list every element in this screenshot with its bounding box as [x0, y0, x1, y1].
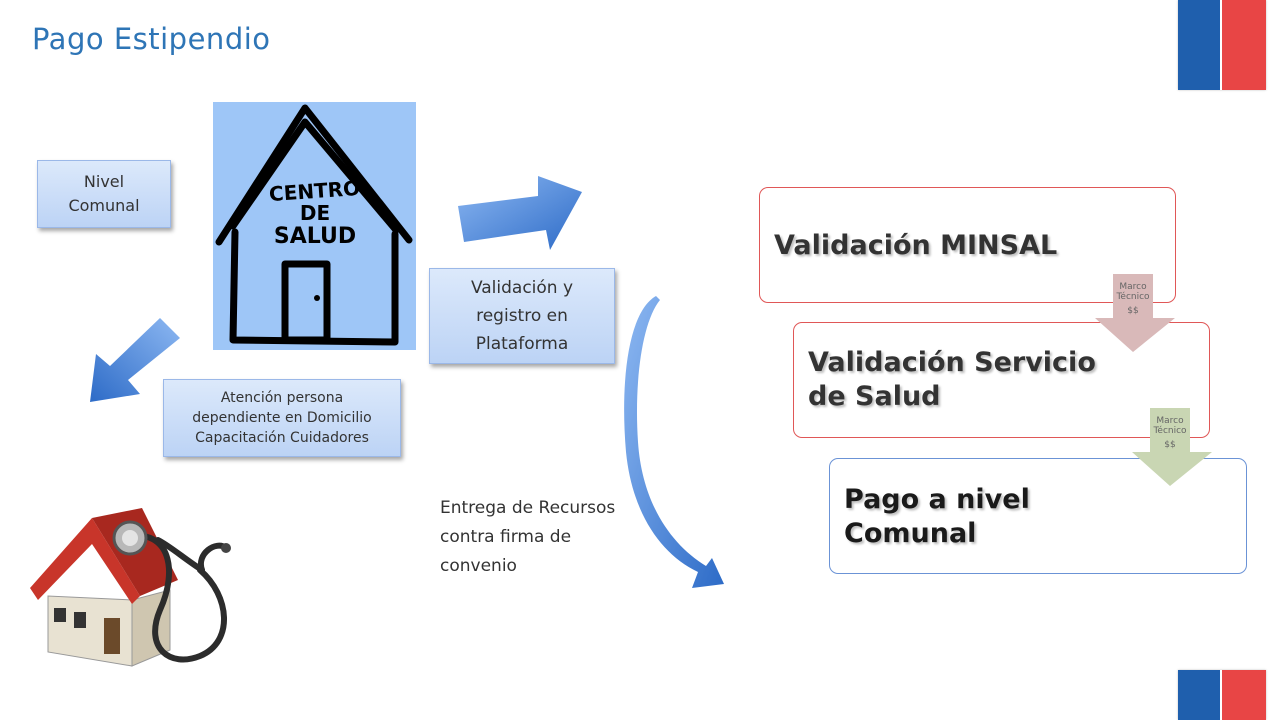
step-3-line-2: Comunal: [844, 518, 977, 549]
validacion-line-2: registro en: [476, 306, 568, 326]
nivel-comunal-label: Nivel Comunal: [68, 172, 140, 215]
marco-tecnico-connector-1: Marco Técnico $$: [1095, 274, 1175, 352]
flag-decoration-bottom: [1178, 670, 1266, 720]
step-1-label: Validación MINSAL: [774, 229, 1058, 261]
connector-2-line-2: Técnico: [1153, 426, 1187, 436]
entrega-line-2: contra firma de: [440, 527, 572, 547]
step-3-line-1: Pago a nivel: [844, 484, 1030, 515]
step-2-line-2: de Salud: [808, 381, 941, 412]
connector-1-line-2: Técnico: [1116, 292, 1150, 302]
connector-1-line-3: $$: [1127, 306, 1139, 316]
step-2-line-1: Validación Servicio: [808, 347, 1096, 378]
page-title: Pago Estipendio: [32, 22, 271, 56]
connector-2-line-3: $$: [1164, 440, 1176, 450]
house-drawing-icon: CENTRO DE SALUD: [215, 104, 413, 346]
atencion-line-1: Atención persona: [220, 390, 344, 406]
connector-2-line-1: Marco: [1156, 416, 1184, 426]
down-chevron-arrow-icon: [1095, 274, 1175, 352]
house-sign-line-2: DE: [300, 201, 330, 225]
entrega-line-1: Entrega de Recursos: [440, 498, 616, 518]
nivel-comunal-box: Nivel Comunal: [37, 160, 171, 228]
entrega-line-3: convenio: [440, 556, 517, 576]
marco-tecnico-connector-2: Marco Técnico $$: [1132, 408, 1212, 486]
atencion-line-3: Capacitación Cuidadores: [195, 430, 369, 446]
connector-1-line-1: Marco: [1119, 282, 1147, 292]
centro-de-salud-drawing: CENTRO DE SALUD: [213, 102, 416, 350]
curved-arrow-icon: [624, 296, 724, 588]
step-validacion-minsal: Validación MINSAL: [759, 187, 1176, 303]
validacion-registro-box: Validación y registro en Plataforma: [429, 268, 615, 364]
down-left-arrow-icon: [90, 318, 180, 402]
house-stethoscope-image: [30, 508, 231, 667]
validacion-line-3: Plataforma: [475, 334, 569, 354]
house-sign-line-3: SALUD: [274, 224, 356, 249]
right-arrow-icon: [458, 176, 582, 250]
flag-decoration-top: [1178, 0, 1266, 90]
entrega-text: Entrega de Recursos contra firma de conv…: [440, 494, 615, 581]
validacion-line-1: Validación y: [470, 278, 574, 298]
atencion-line-2: dependiente en Domicilio: [192, 410, 372, 426]
down-chevron-arrow-icon: [1132, 408, 1212, 486]
atencion-box: Atención persona dependiente en Domicili…: [163, 379, 401, 457]
